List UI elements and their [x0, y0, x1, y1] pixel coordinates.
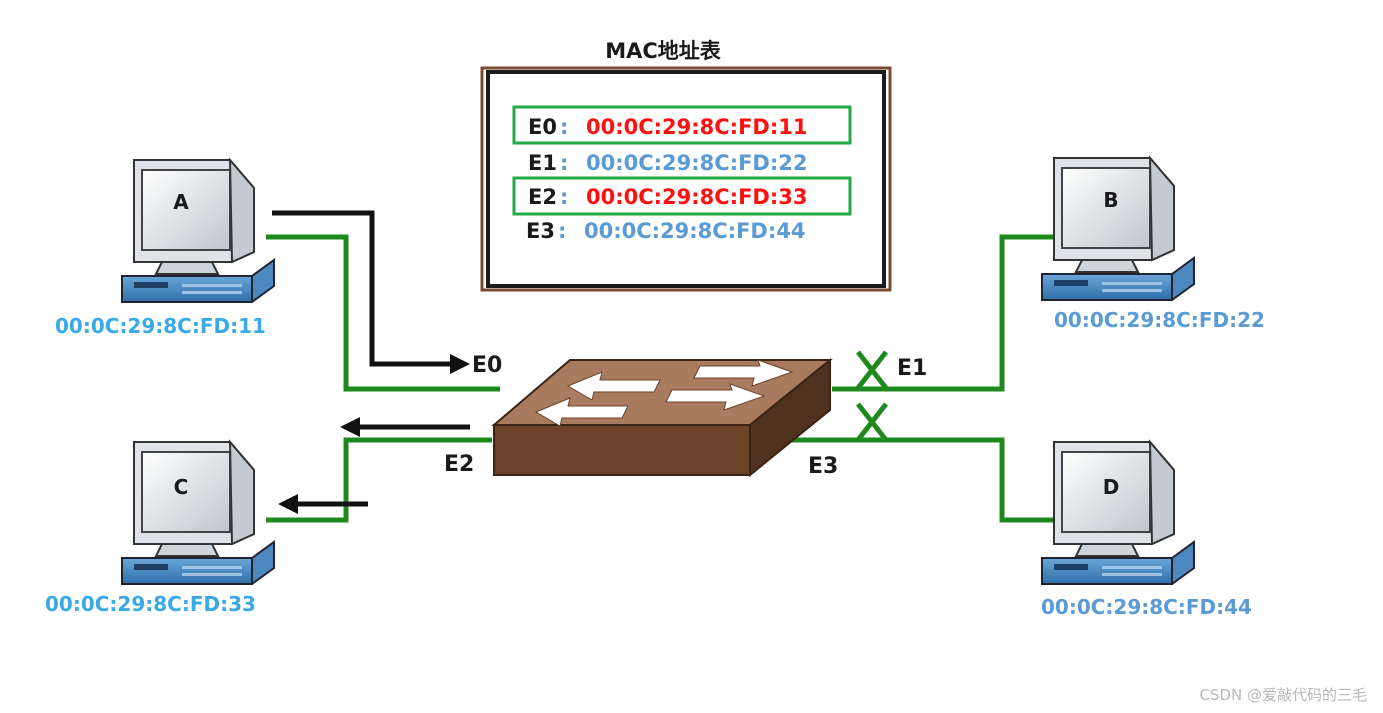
pc-a-mac: 00:0C:29:8C:FD:11 [55, 314, 266, 338]
pc-d-icon [1041, 441, 1195, 585]
link-a-e0 [266, 234, 500, 392]
row-e3-sep: : [558, 219, 566, 243]
row-e0-mac: 00:0C:29:8C:FD:11 [586, 115, 807, 139]
frame-arrows [272, 210, 470, 514]
mac-table [480, 66, 892, 292]
blocked-e3-icon [856, 402, 888, 442]
pc-b-label: B [1103, 188, 1118, 212]
highlight-row-e0 [512, 105, 852, 145]
blocked-e1-icon [856, 350, 888, 390]
row-e1-port: E1 [528, 151, 557, 175]
port-e2-label: E2 [444, 452, 474, 477]
pc-b-icon [1041, 157, 1195, 301]
port-e3-label: E3 [808, 454, 838, 479]
arrow-a-to-e0 [272, 210, 452, 367]
row-e2-port: E2 [528, 185, 557, 209]
link-c-e2 [266, 437, 492, 523]
highlight-row-e2 [512, 176, 852, 216]
row-e1-mac: 00:0C:29:8C:FD:22 [586, 151, 807, 175]
port-e1-label: E1 [897, 356, 927, 381]
blocked-marks [856, 350, 888, 442]
row-e0-port: E0 [528, 115, 557, 139]
link-b-e1 [832, 234, 1062, 392]
row-e3-mac: 00:0C:29:8C:FD:44 [584, 219, 805, 243]
pc-c-icon [121, 441, 275, 585]
row-e2-mac: 00:0C:29:8C:FD:33 [586, 185, 807, 209]
port-e0-label: E0 [472, 353, 502, 378]
table-title: MAC地址表 [605, 39, 722, 63]
pc-a-icon [121, 159, 275, 303]
pc-b-mac: 00:0C:29:8C:FD:22 [1054, 308, 1265, 332]
pc-a-label: A [173, 190, 189, 214]
row-e3-port: E3 [526, 219, 555, 243]
pc-d-mac: 00:0C:29:8C:FD:44 [1041, 595, 1252, 619]
pc-d-label: D [1103, 475, 1120, 499]
row-e0-sep: : [560, 115, 568, 139]
switch-icon [491, 357, 833, 478]
link-d-e3 [790, 437, 1062, 523]
pc-c-label: C [174, 475, 189, 499]
row-e1-sep: : [560, 151, 568, 175]
row-e2-sep: : [560, 185, 568, 209]
credit-watermark: CSDN @爱敲代码的三毛 [1199, 686, 1367, 704]
pc-c-mac: 00:0C:29:8C:FD:33 [45, 592, 256, 616]
network-links [266, 234, 1062, 523]
